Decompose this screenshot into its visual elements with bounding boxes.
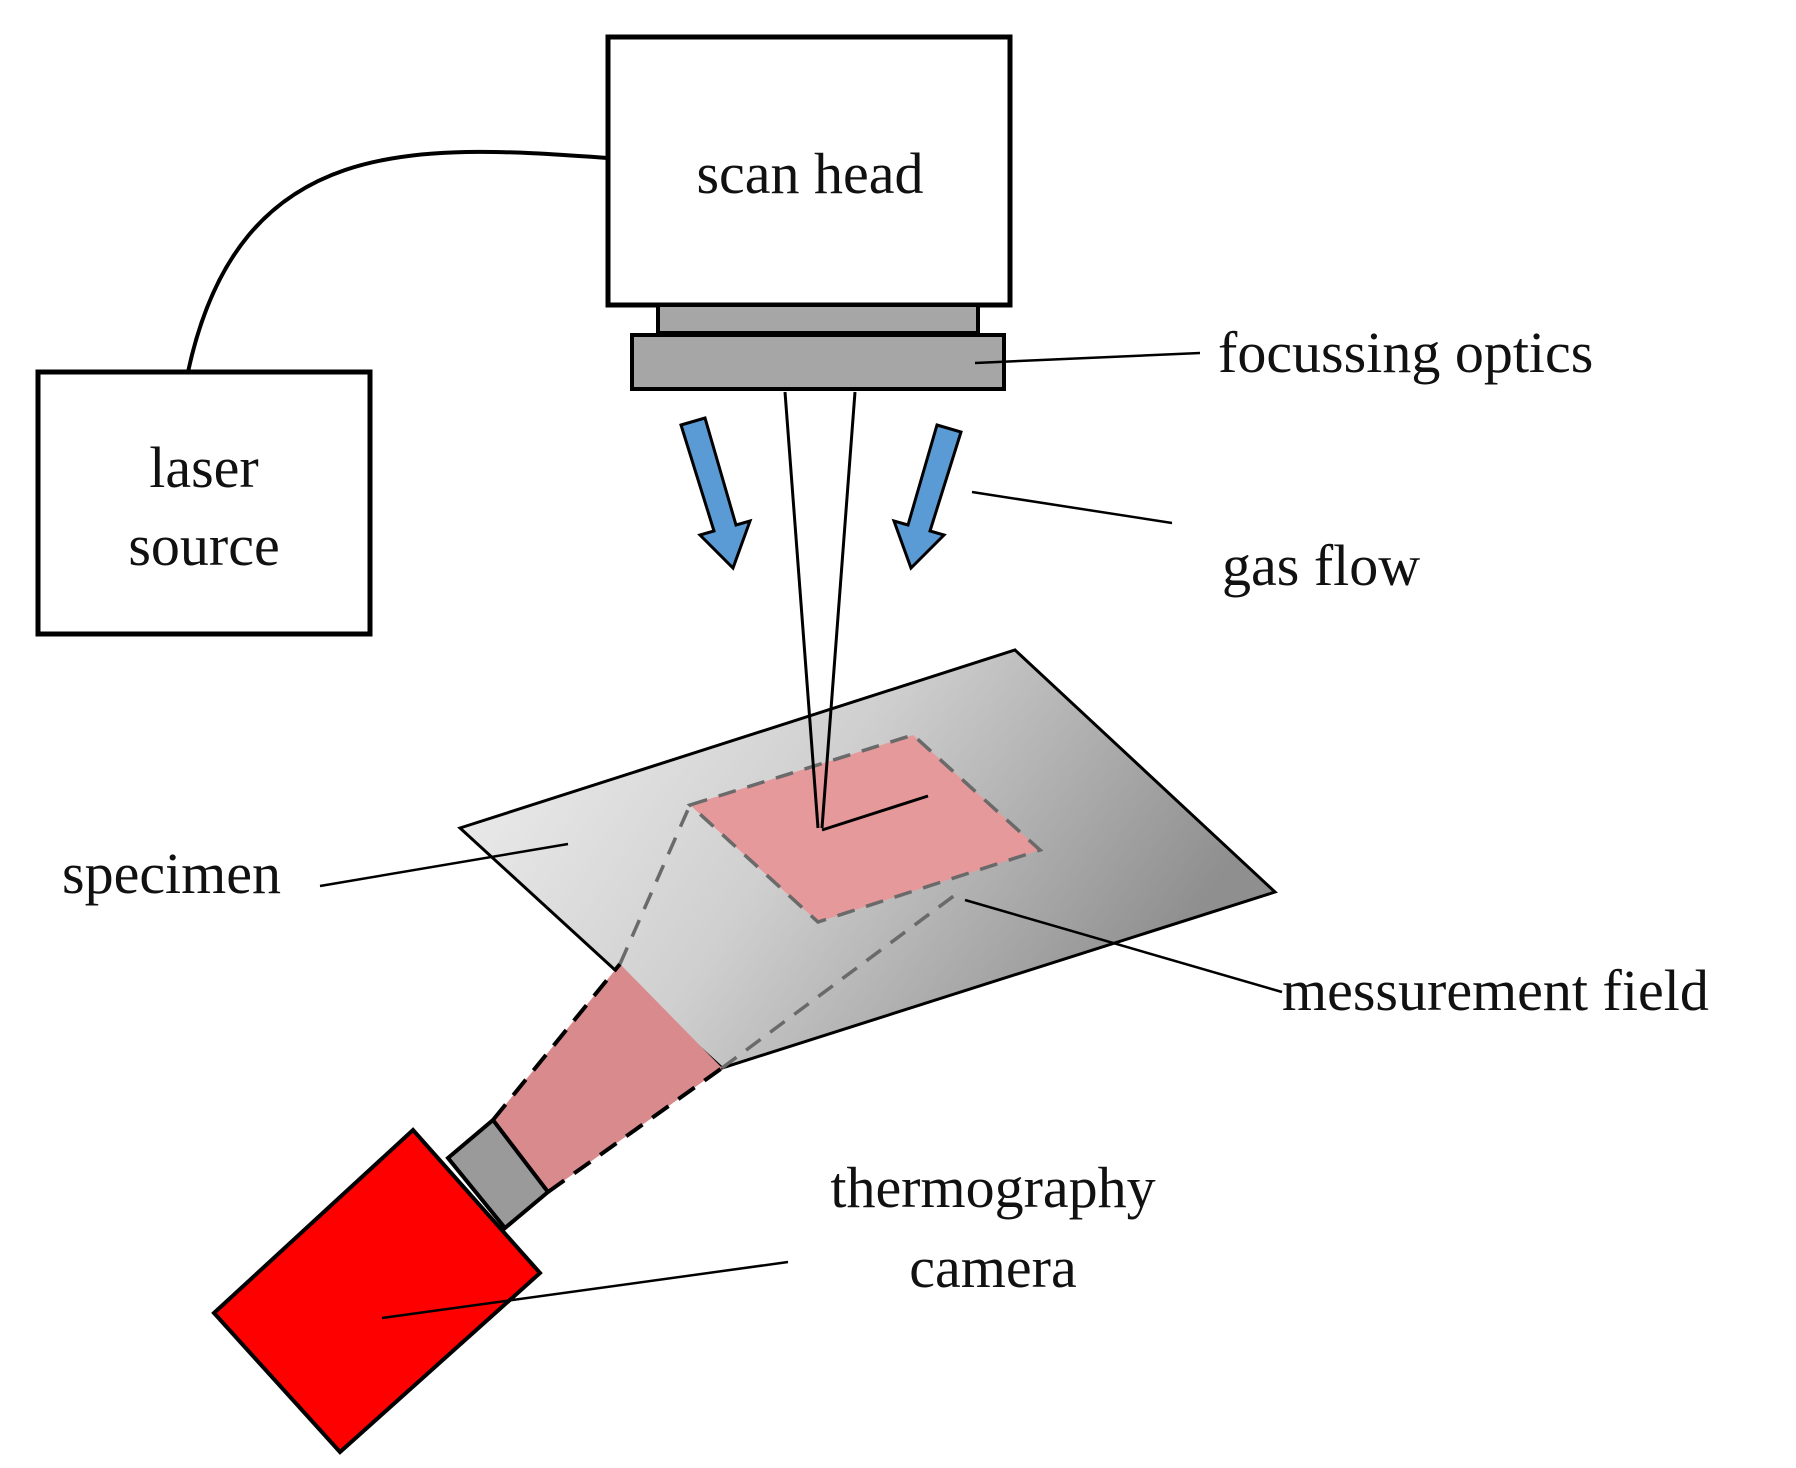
- measurement-field-label: messurement field: [1282, 958, 1709, 1023]
- camera-label-line2: camera: [909, 1235, 1076, 1300]
- camera-body: [211, 1127, 543, 1455]
- gas-flow-label: gas flow: [1222, 533, 1420, 598]
- leader-gas-flow: [971, 490, 1173, 525]
- scan-head-box: [605, 34, 1013, 308]
- leader-focussing-optics: [974, 351, 1201, 365]
- scan-head: scan head: [605, 34, 1013, 308]
- leader-camera: [381, 1260, 789, 1320]
- thermography-camera-icon: [211, 1117, 551, 1455]
- focussing-optics: [630, 303, 1006, 391]
- laser-beam-left: [783, 391, 820, 829]
- focussing-optics-label: focussing optics: [1218, 320, 1593, 385]
- view-edge-left: [491, 962, 622, 1122]
- optics-upper-plate: [656, 303, 980, 335]
- laser-source-box: [35, 369, 373, 637]
- thermal-view-cone: [493, 964, 722, 1192]
- leader-specimen: [319, 842, 569, 888]
- laser-beam-right: [820, 391, 857, 829]
- camera-lens: [445, 1117, 551, 1231]
- scan-head-label: scan head: [696, 141, 923, 206]
- measurement-field: [686, 733, 1044, 924]
- specimen-label: specimen: [62, 841, 281, 906]
- gas-flow-arrow-left-icon: [679, 416, 753, 571]
- laser-source-label-line1: laser: [149, 435, 259, 500]
- optics-lower-plate: [630, 333, 1006, 391]
- fiber-cable: [186, 149, 609, 373]
- laser-source: laser source: [35, 369, 373, 637]
- laser-source-label-line2: source: [128, 513, 279, 578]
- weld-track: [821, 794, 929, 832]
- camera-label-line1: thermography: [830, 1155, 1155, 1220]
- leader-measurement-field: [964, 898, 1283, 994]
- view-edge-right: [546, 1066, 724, 1194]
- gas-flow-arrow-right-icon: [891, 423, 963, 571]
- projection-line-right: [720, 893, 957, 1070]
